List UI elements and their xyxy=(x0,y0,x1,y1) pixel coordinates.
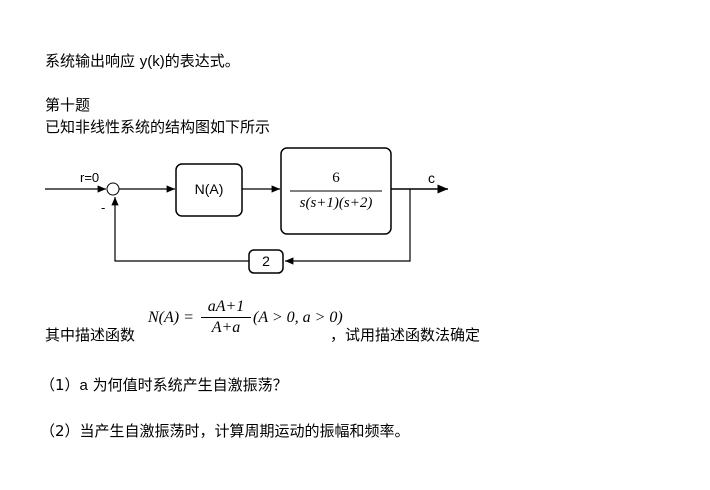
text: 的表达式。 xyxy=(164,52,240,70)
df-fraction-bar xyxy=(201,317,251,318)
nonlinear-label: N(A) xyxy=(194,181,224,197)
output-label: c xyxy=(428,170,435,186)
df-suffix: ，试用描述函数法确定 xyxy=(330,326,481,344)
question-1: （1）a 为何值时系统产生自激振荡？ xyxy=(40,374,288,395)
block-diagram xyxy=(45,147,448,274)
question-number: （2） xyxy=(40,422,80,440)
text-line-1: 系统输出响应 y(k)的表达式。 xyxy=(45,50,240,71)
section-title: 第十题 xyxy=(45,96,91,114)
variable: a xyxy=(79,377,88,394)
df-numerator: aA+1 xyxy=(207,298,245,315)
feedback-path xyxy=(285,189,411,265)
question-text: 为何值时系统产生自激振荡？ xyxy=(92,376,288,394)
text: 系统输出响应 xyxy=(45,52,136,70)
df-condition: (A > 0, a > 0) xyxy=(253,309,343,326)
df-denominator: A+a xyxy=(211,319,241,336)
df-prefix: 其中描述函数 xyxy=(45,326,136,344)
plant-denominator: s(s+1)(s+2) xyxy=(299,195,373,211)
plant-numerator: 6 xyxy=(332,170,340,186)
summing-junction xyxy=(106,182,120,196)
minus-sign: - xyxy=(101,200,106,215)
input-label: r=0 xyxy=(80,170,100,185)
intro-text: 已知非线性系统的结构图如下所示 xyxy=(45,118,271,136)
df-lhs: N(A) = xyxy=(148,309,194,326)
question-number: （1） xyxy=(40,376,80,394)
feedback-return xyxy=(111,197,249,262)
variable: y(k) xyxy=(139,53,165,70)
feedback-gain: 2 xyxy=(262,253,270,269)
question-text: 当产生自激振荡时，计算周期运动的振幅和频率。 xyxy=(79,422,410,440)
question-2: （2）当产生自激振荡时，计算周期运动的振幅和频率。 xyxy=(40,420,410,441)
nonlinear-block xyxy=(175,163,243,217)
